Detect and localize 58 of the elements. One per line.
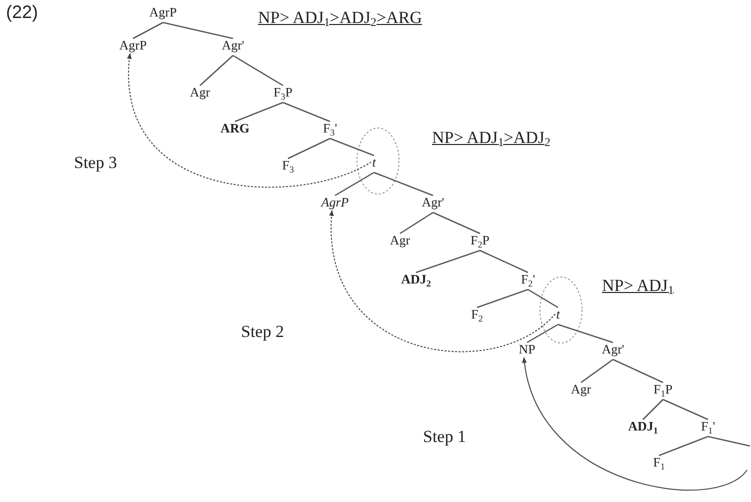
tree-node-label: NP <box>518 342 536 356</box>
tree-node-label: F$_{2}$' <box>520 272 536 286</box>
tree-node-label: F$_{3}$ <box>281 158 295 172</box>
tree-node-label: F$_{1}$' <box>700 418 716 434</box>
tree-node-label: t <box>555 306 561 322</box>
branch-line <box>282 102 330 122</box>
branch-line <box>288 138 330 160</box>
branch-line <box>432 212 480 234</box>
movement-arrow <box>127 52 372 188</box>
branch-line <box>528 288 558 308</box>
branch-line <box>200 55 234 86</box>
branch-line <box>642 399 664 420</box>
branch-line <box>612 358 664 384</box>
branch-line <box>658 436 708 456</box>
example-number: (22) <box>6 2 38 23</box>
tree-node-label: F$_{2}$ <box>470 306 484 322</box>
tree-node-label: AgrP <box>118 38 148 52</box>
tree-node-label: Agr <box>188 84 212 100</box>
step-label: Step 2 <box>241 322 284 342</box>
tree-node-label: ADJ$_{2}$ <box>400 272 432 286</box>
tree-node-label: t <box>371 154 377 170</box>
branch-line <box>580 358 614 384</box>
branch-line <box>334 172 374 196</box>
tree-node-label: AgrP <box>320 194 350 210</box>
branch-line <box>526 324 558 344</box>
tree-node-label: Agr' <box>420 194 446 210</box>
tree-node-label: AgrP <box>148 4 178 20</box>
tree-node-label: F$_{1}$P <box>652 382 674 396</box>
tree-node-label: F$_{2}$P <box>470 232 490 248</box>
branch-line <box>476 288 528 308</box>
tree-node-label: Agr' <box>220 38 246 52</box>
ordering-heading: NP> ADJ$_{1}$>ADJ$_{2}$>ARG <box>258 8 422 28</box>
step-label: Step 3 <box>74 153 117 173</box>
branch-line <box>416 250 480 274</box>
ordering-heading: NP> ADJ$_{1}$>ADJ$_{2}$ <box>432 128 550 148</box>
ordering-heading: NP> ADJ$_{1}$ <box>602 276 674 296</box>
tree-node-label: Agr <box>388 232 412 248</box>
branch-line <box>374 172 434 196</box>
branch-line <box>232 54 284 86</box>
branch-line <box>708 436 750 447</box>
branch-line <box>132 22 164 40</box>
step-label: Step 1 <box>423 427 466 447</box>
tree-node-label: Agr <box>570 382 592 396</box>
branch-line <box>330 138 374 156</box>
branch-line <box>480 250 528 274</box>
tree-node-label: ARG <box>220 120 250 136</box>
branch-line <box>234 102 284 122</box>
branch-line <box>662 398 708 420</box>
tree-node-label: F$_{3}$P <box>272 84 294 100</box>
branch-line <box>400 212 434 234</box>
movement-arrow <box>522 356 748 490</box>
tree-node-label: F$_{3}$' <box>322 120 338 136</box>
tree-node-label: ADJ$_{1}$ <box>627 418 659 434</box>
branch-line <box>558 324 614 344</box>
movement-arrow <box>330 210 556 352</box>
tree-node-label: Agr' <box>600 342 626 356</box>
tree-node-label: F$_{1}$ <box>652 454 666 470</box>
branch-line <box>162 22 234 40</box>
